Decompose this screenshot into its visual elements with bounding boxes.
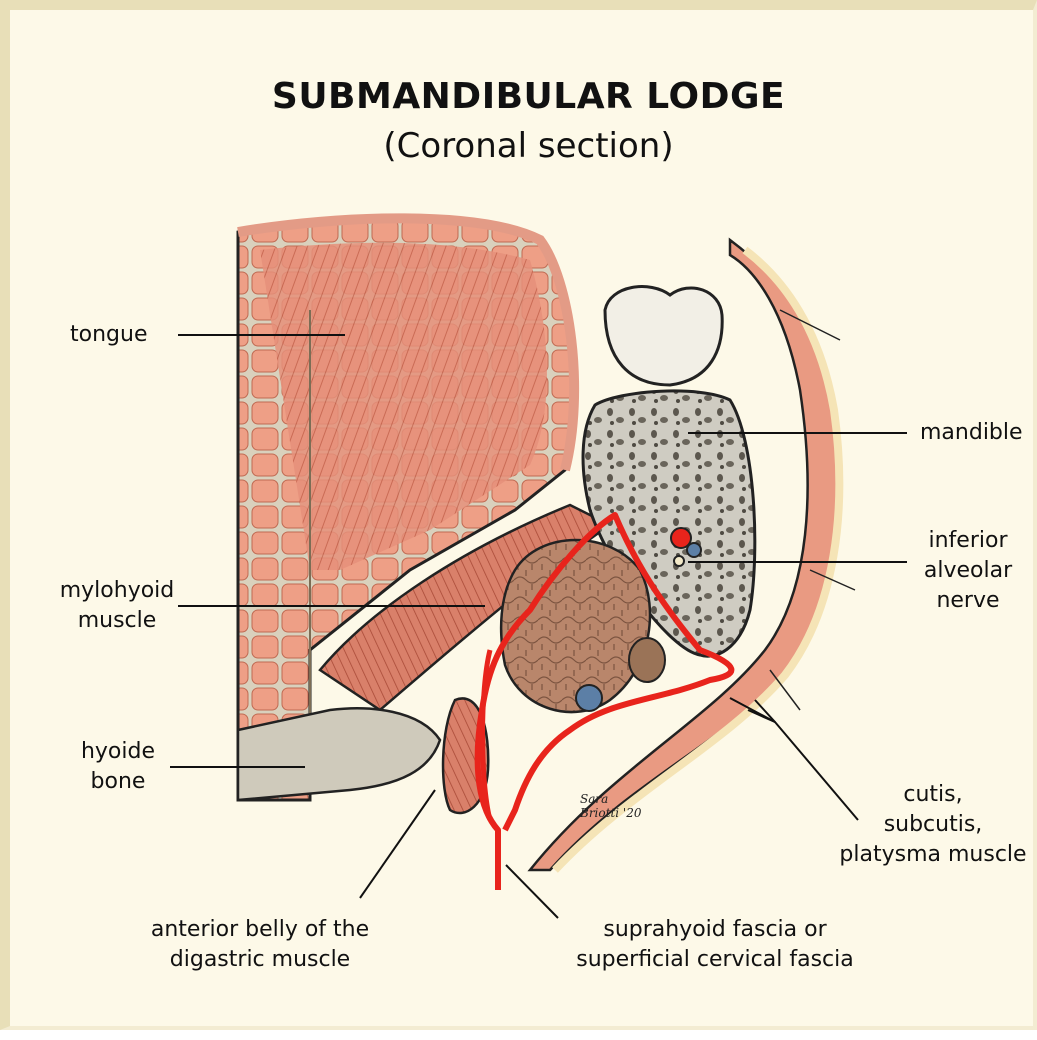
label-hyoide-line2: bone [68, 767, 168, 797]
label-fascia-line2: superficial cervical fascia [540, 945, 890, 975]
label-suprahyoid-fascia: suprahyoid fascia or superficial cervica… [540, 915, 890, 975]
anatomy-illustration [10, 10, 1037, 1040]
artist-signature: Sara Briotti '20 [580, 792, 641, 820]
label-mylohyoid-line1: mylohyoid [54, 576, 180, 606]
label-tongue: tongue [70, 320, 147, 350]
label-inferior-alveolar-nerve: inferior alveolar nerve [908, 526, 1028, 616]
tongue-region [238, 218, 574, 800]
label-mylohyoid: mylohyoid muscle [54, 576, 180, 636]
submandibular-gland-shape [501, 540, 650, 712]
label-digastric-line2: digastric muscle [120, 945, 400, 975]
label-fascia-line1: suprahyoid fascia or [540, 915, 890, 945]
label-cutis-line2: subcutis, [828, 810, 1037, 840]
facial-vein-shape [576, 685, 602, 711]
label-digastric-line1: anterior belly of the [120, 915, 400, 945]
label-ian-line2: alveolar [908, 556, 1028, 586]
label-mandible: mandible [920, 418, 1023, 448]
label-mylohyoid-line2: muscle [54, 606, 180, 636]
label-cutis-line3: platysma muscle [828, 840, 1037, 870]
label-ian-line3: nerve [908, 586, 1028, 616]
tooth-shape [605, 287, 722, 385]
label-digastric: anterior belly of the digastric muscle [120, 915, 400, 975]
signature-line2: Briotti '20 [580, 806, 641, 820]
label-hyoide: hyoide bone [68, 737, 168, 797]
signature-line1: Sara [580, 792, 641, 806]
label-hyoide-line1: hyoide [68, 737, 168, 767]
label-ian-line1: inferior [908, 526, 1028, 556]
label-cutis: cutis, subcutis, platysma muscle [828, 780, 1037, 870]
label-cutis-line1: cutis, [828, 780, 1037, 810]
lymph-node-shape [629, 638, 665, 682]
